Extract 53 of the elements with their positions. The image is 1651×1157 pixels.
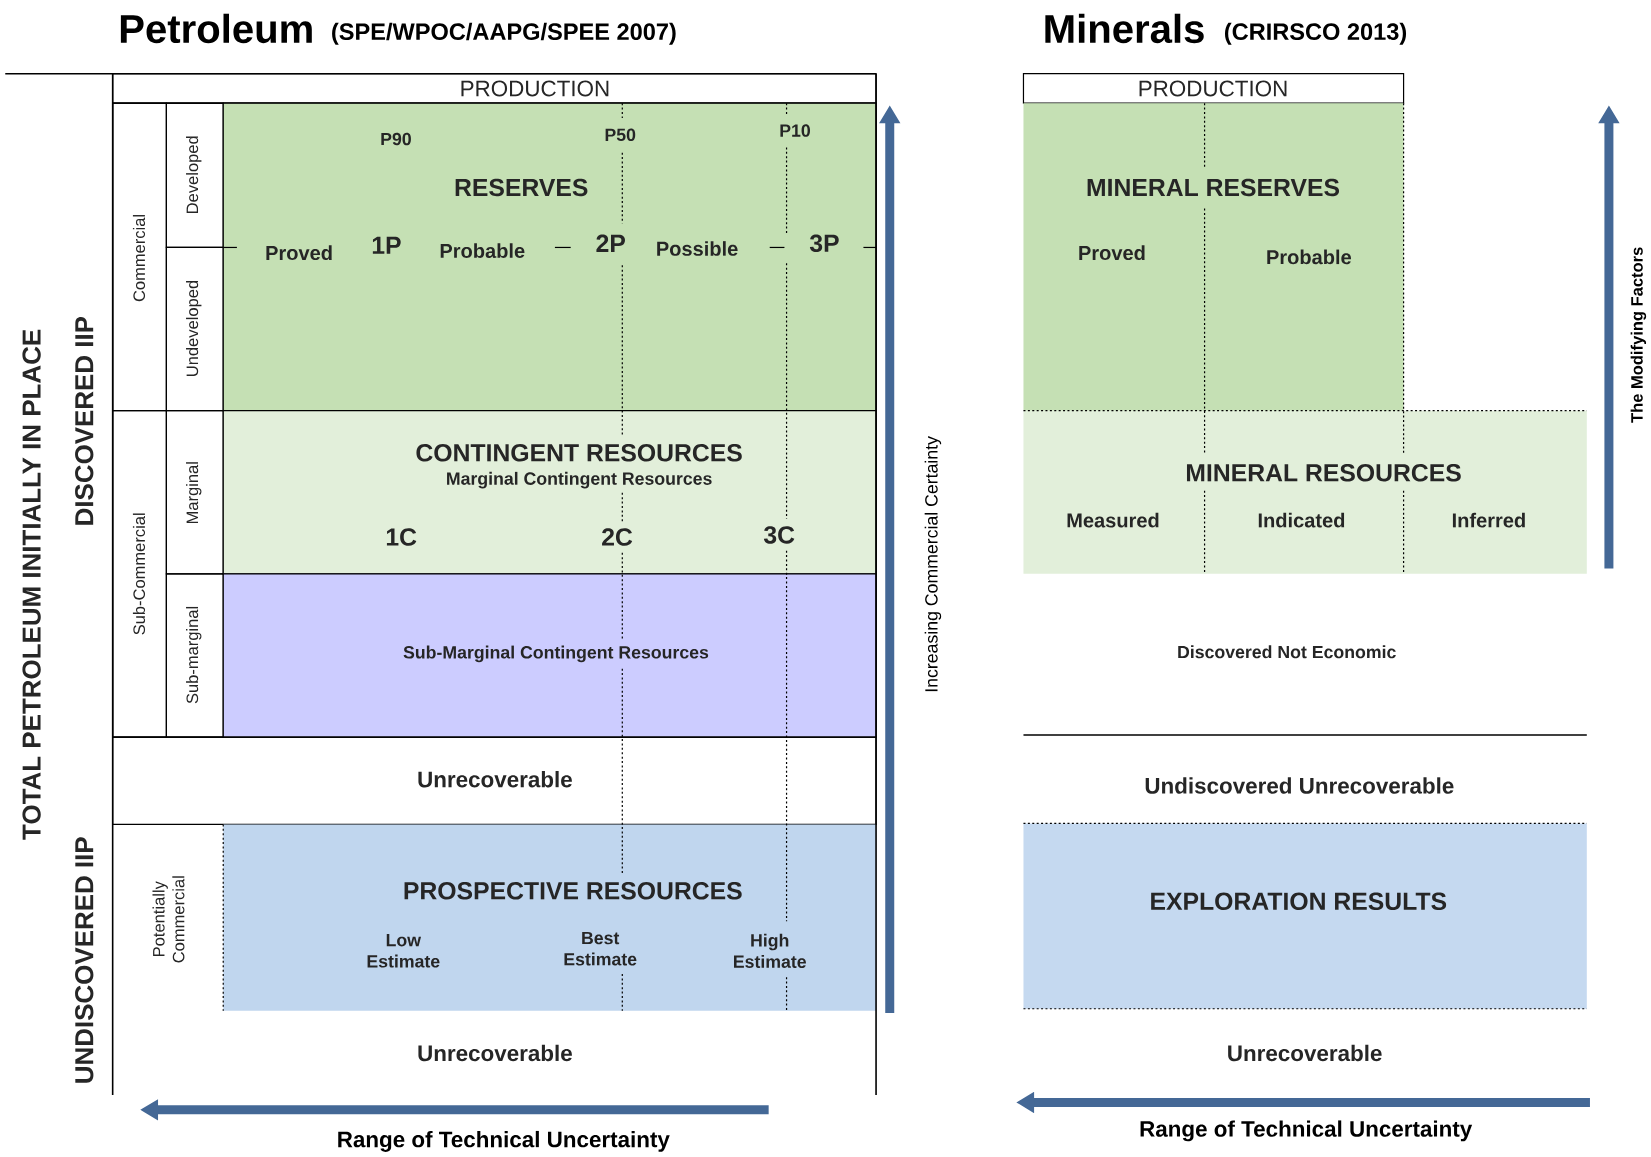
region-title: Undiscovered Unrecoverable (1145, 777, 1454, 794)
title: Petroleum (120, 13, 312, 44)
region-title: Discovered Not Economic (1178, 645, 1396, 659)
category-label: Undeveloped (186, 280, 202, 376)
region-title: RESERVES (455, 178, 588, 197)
subtitle: (SPE/WPOC/AAPG/SPEE 2007) (332, 22, 676, 45)
region-title: Unrecoverable (418, 1044, 572, 1062)
region-title: EXPLORATION RESULTS (1151, 892, 1447, 910)
header-text: PRODUCTION (1139, 80, 1287, 97)
category-label: Commercial (132, 214, 146, 302)
class-label: Possible (657, 241, 738, 256)
class-label: 2C (602, 528, 633, 546)
region-title: Sub-Marginal Contingent Resources (403, 645, 709, 663)
axis-label: Range of Technical Uncertainty (338, 1130, 670, 1152)
axis-label: Range of Technical Uncertainty (1140, 1120, 1473, 1142)
category-label: Potentially Commercial (152, 876, 185, 963)
class-label: Low Estimate (367, 933, 440, 968)
axis-label: The Modifying Factors (1630, 247, 1647, 423)
class-label: Probable (440, 243, 525, 258)
region-subtitle: Marginal Contingent Resources (447, 471, 712, 489)
class-label: Indicated (1258, 512, 1345, 528)
class-label: Inferred (1452, 512, 1525, 528)
region-title: PROSPECTIVE RESOURCES (404, 881, 742, 900)
category-label: Developed (186, 136, 202, 213)
class-label: Probable (1267, 249, 1352, 265)
category-label: Marginal (186, 462, 202, 523)
class-label: Proved (266, 245, 332, 260)
percentile-label: P50 (605, 128, 636, 141)
header-text: PRODUCTION (461, 80, 609, 97)
class-label: 3C (763, 526, 795, 544)
axis-label: Increasing Commercial Certainty (924, 436, 942, 692)
class-label: Measured (1067, 512, 1159, 528)
class-label: Best Estimate (564, 931, 637, 966)
region-title: Unrecoverable (1228, 1044, 1382, 1062)
region-title: Unrecoverable (418, 770, 572, 788)
class-label: Proved (1079, 245, 1145, 260)
category-label: Sub-marginal (186, 606, 202, 704)
region-title: MINERAL RESERVES (1087, 178, 1340, 197)
class-label: 1C (386, 528, 417, 546)
axis-title: UNDISCOVERED IIP (75, 837, 94, 1083)
class-label: High Estimate (734, 933, 806, 968)
axis-title: DISCOVERED IIP (75, 316, 94, 525)
class-label: 1P (372, 236, 401, 254)
class-label: 3P (809, 234, 839, 252)
percentile-label: P90 (381, 132, 411, 146)
category-label: Sub-Commercial (132, 513, 146, 635)
region-title: MINERAL RESOURCES (1187, 463, 1461, 482)
axis-title: TOTAL PETROLEUM INITIALLY IN PLACE (22, 329, 41, 840)
title: Minerals (1045, 13, 1204, 44)
class-label: 2P (596, 234, 625, 252)
region-title: CONTINGENT RESOURCES (416, 443, 742, 462)
percentile-label: P10 (780, 124, 810, 137)
subtitle: (CRIRSCO 2013) (1225, 22, 1407, 45)
